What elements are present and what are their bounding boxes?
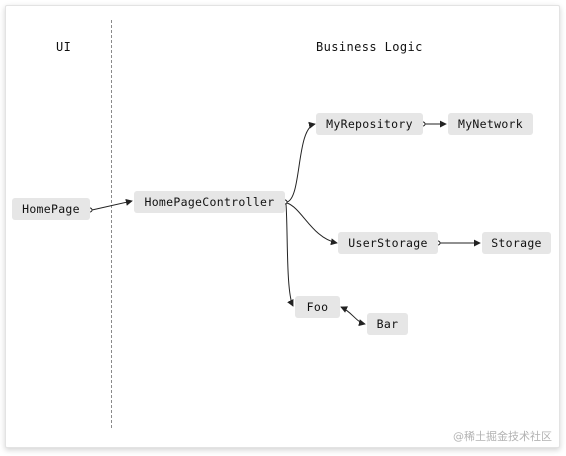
watermark: @稀土掘金技术社区 [453,430,552,443]
node-homepage: HomePage [12,198,90,220]
edge-controller-to-myrepository [286,121,316,203]
node-user-storage: UserStorage [338,232,438,254]
node-bar: Bar [367,313,408,335]
node-my-repository: MyRepository [316,113,423,135]
edge-homepage-to-controller [91,198,133,211]
layer-divider [111,20,112,428]
diagram-frame [5,5,560,448]
edge-foo-bar [340,306,366,327]
business-logic-section-label: Business Logic [316,40,423,54]
node-foo: Foo [295,296,340,318]
node-my-network: MyNetwork [448,113,533,135]
node-storage: Storage [482,232,551,254]
node-homepage-controller: HomePageController [134,191,285,213]
ui-section-label: UI [56,40,72,54]
edge-controller-to-userstorage [286,202,338,246]
edge-controller-to-foo [285,203,294,307]
